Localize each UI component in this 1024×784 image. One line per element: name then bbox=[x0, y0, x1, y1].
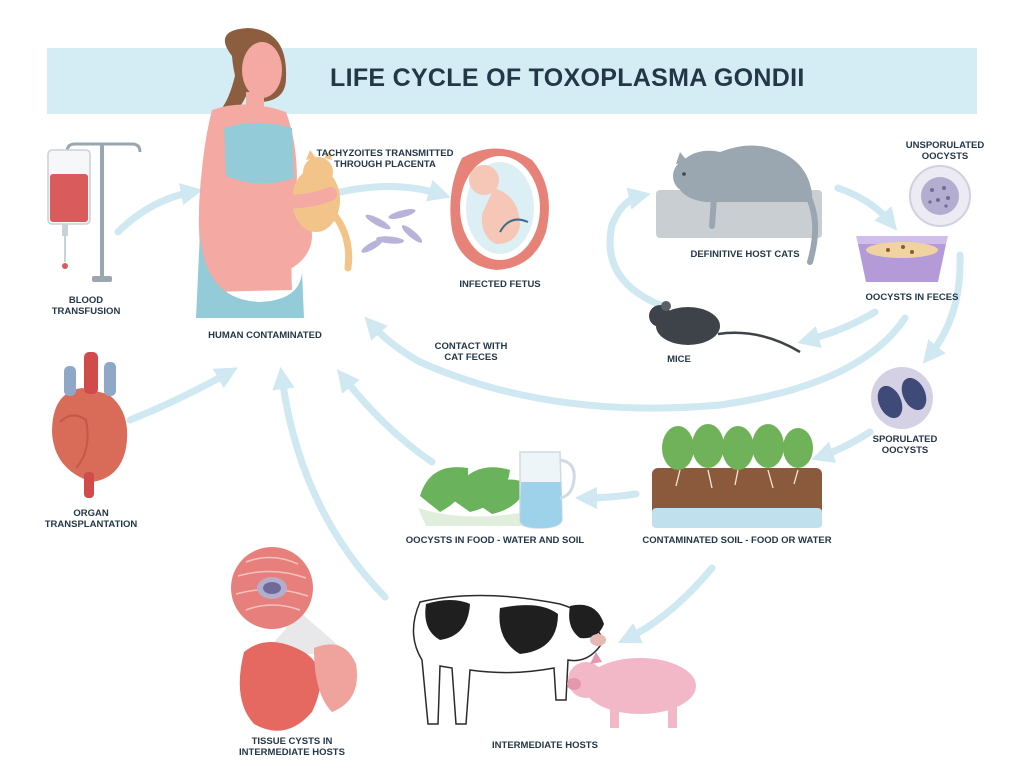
mouse-icon bbox=[649, 301, 801, 354]
label-line: ORGAN bbox=[73, 508, 109, 519]
label-intermediate-hosts: INTERMEDIATE HOSTS bbox=[480, 740, 610, 751]
label-tissue-cysts: TISSUE CYSTS IN INTERMEDIATE HOSTS bbox=[232, 736, 352, 758]
label-line: TRANSFUSION bbox=[51, 306, 121, 317]
arrow-soil-to-cattle bbox=[617, 564, 716, 644]
label-tachyzoites: TACHYZOITES TRANSMITTED THROUGH PLACENTA bbox=[310, 148, 460, 170]
label-line: OOCYSTS IN FECES bbox=[865, 292, 959, 303]
cat-icon bbox=[656, 145, 822, 265]
pregnant-woman-icon bbox=[196, 28, 353, 318]
label-line: TISSUE CYSTS IN bbox=[251, 736, 333, 747]
label-oocysts-food: OOCYSTS IN FOOD - WATER AND SOIL bbox=[395, 535, 595, 546]
label-definitive-host: DEFINITIVE HOST CATS bbox=[670, 249, 820, 260]
arrow-contact-feces bbox=[364, 314, 909, 412]
heart-icon bbox=[52, 352, 128, 498]
food-water-icon bbox=[418, 451, 576, 529]
label-contaminated-soil: CONTAMINATED SOIL - FOOD OR WATER bbox=[632, 535, 842, 546]
tachyzoites-icon bbox=[361, 209, 423, 253]
arrow-mice-to-cats bbox=[606, 187, 664, 309]
arrow-cats-to-unsporulated bbox=[834, 184, 898, 231]
pig-icon bbox=[567, 652, 696, 728]
label-mice: MICE bbox=[654, 354, 704, 365]
title-band bbox=[47, 48, 977, 114]
arrow-blood-to-human bbox=[114, 183, 204, 236]
label-line: OOCYSTS IN FOOD - WATER AND SOIL bbox=[405, 535, 585, 546]
label-line: UNSPORULATED bbox=[905, 140, 985, 151]
page-title: LIFE CYCLE OF TOXOPLASMA GONDII bbox=[330, 64, 805, 92]
label-organ-transplantation: ORGAN TRANSPLANTATION bbox=[36, 508, 146, 530]
label-sporulated: SPORULATED OOCYSTS bbox=[860, 434, 950, 456]
label-line: OOCYSTS bbox=[921, 151, 969, 162]
blood-bag-icon bbox=[47, 142, 142, 282]
label-line: THROUGH PLACENTA bbox=[334, 159, 436, 170]
label-line: SPORULATED bbox=[872, 434, 938, 445]
label-line: INTERMEDIATE HOSTS bbox=[492, 740, 598, 751]
label-line: CAT FECES bbox=[444, 352, 498, 363]
label-line: BLOOD bbox=[68, 295, 104, 306]
label-line: TRANSPLANTATION bbox=[44, 519, 138, 530]
label-infected-fetus: INFECTED FETUS bbox=[450, 279, 550, 290]
meat-cyst-icon bbox=[231, 547, 357, 731]
label-line: OOCYSTS bbox=[881, 445, 929, 456]
label-line: MICE bbox=[667, 354, 691, 365]
label-line: CONTACT WITH bbox=[434, 341, 508, 352]
label-unsporulated: UNSPORULATED OOCYSTS bbox=[895, 140, 995, 162]
label-blood-transfusion: BLOOD TRANSFUSION bbox=[36, 295, 136, 317]
cycle-arrows bbox=[114, 179, 964, 644]
cow-icon bbox=[412, 594, 606, 725]
label-oocysts-feces: OOCYSTS IN FECES bbox=[852, 292, 972, 303]
unsporulated-oocyst-icon bbox=[909, 165, 971, 227]
arrow-soil-to-food bbox=[574, 486, 640, 510]
label-line: DEFINITIVE HOST CATS bbox=[690, 249, 800, 260]
label-line: TACHYZOITES TRANSMITTED bbox=[316, 148, 454, 159]
arrow-feces-to-mice bbox=[797, 308, 879, 348]
contaminated-soil-icon bbox=[652, 424, 822, 528]
arrow-sporulated-to-soil bbox=[811, 428, 874, 463]
label-line: HUMAN CONTAMINATED bbox=[208, 330, 322, 341]
label-line: INFECTED FETUS bbox=[459, 279, 541, 290]
arrow-organ-to-human bbox=[126, 367, 238, 424]
arrow-feces-to-sporulated bbox=[923, 251, 964, 364]
label-line: INTERMEDIATE HOSTS bbox=[239, 747, 345, 758]
label-contact-feces: CONTACT WITH CAT FECES bbox=[416, 341, 526, 363]
sporulated-oocyst-icon bbox=[871, 367, 933, 429]
label-line: CONTAMINATED SOIL - FOOD OR WATER bbox=[642, 535, 832, 546]
litter-box-icon bbox=[856, 236, 948, 282]
label-human-contaminated: HUMAN CONTAMINATED bbox=[190, 330, 340, 341]
arrow-food-to-human bbox=[337, 369, 436, 466]
fetus-icon bbox=[450, 148, 549, 270]
arrow-human-to-fetus bbox=[336, 179, 451, 202]
arrow-cattle-to-human bbox=[272, 366, 389, 601]
